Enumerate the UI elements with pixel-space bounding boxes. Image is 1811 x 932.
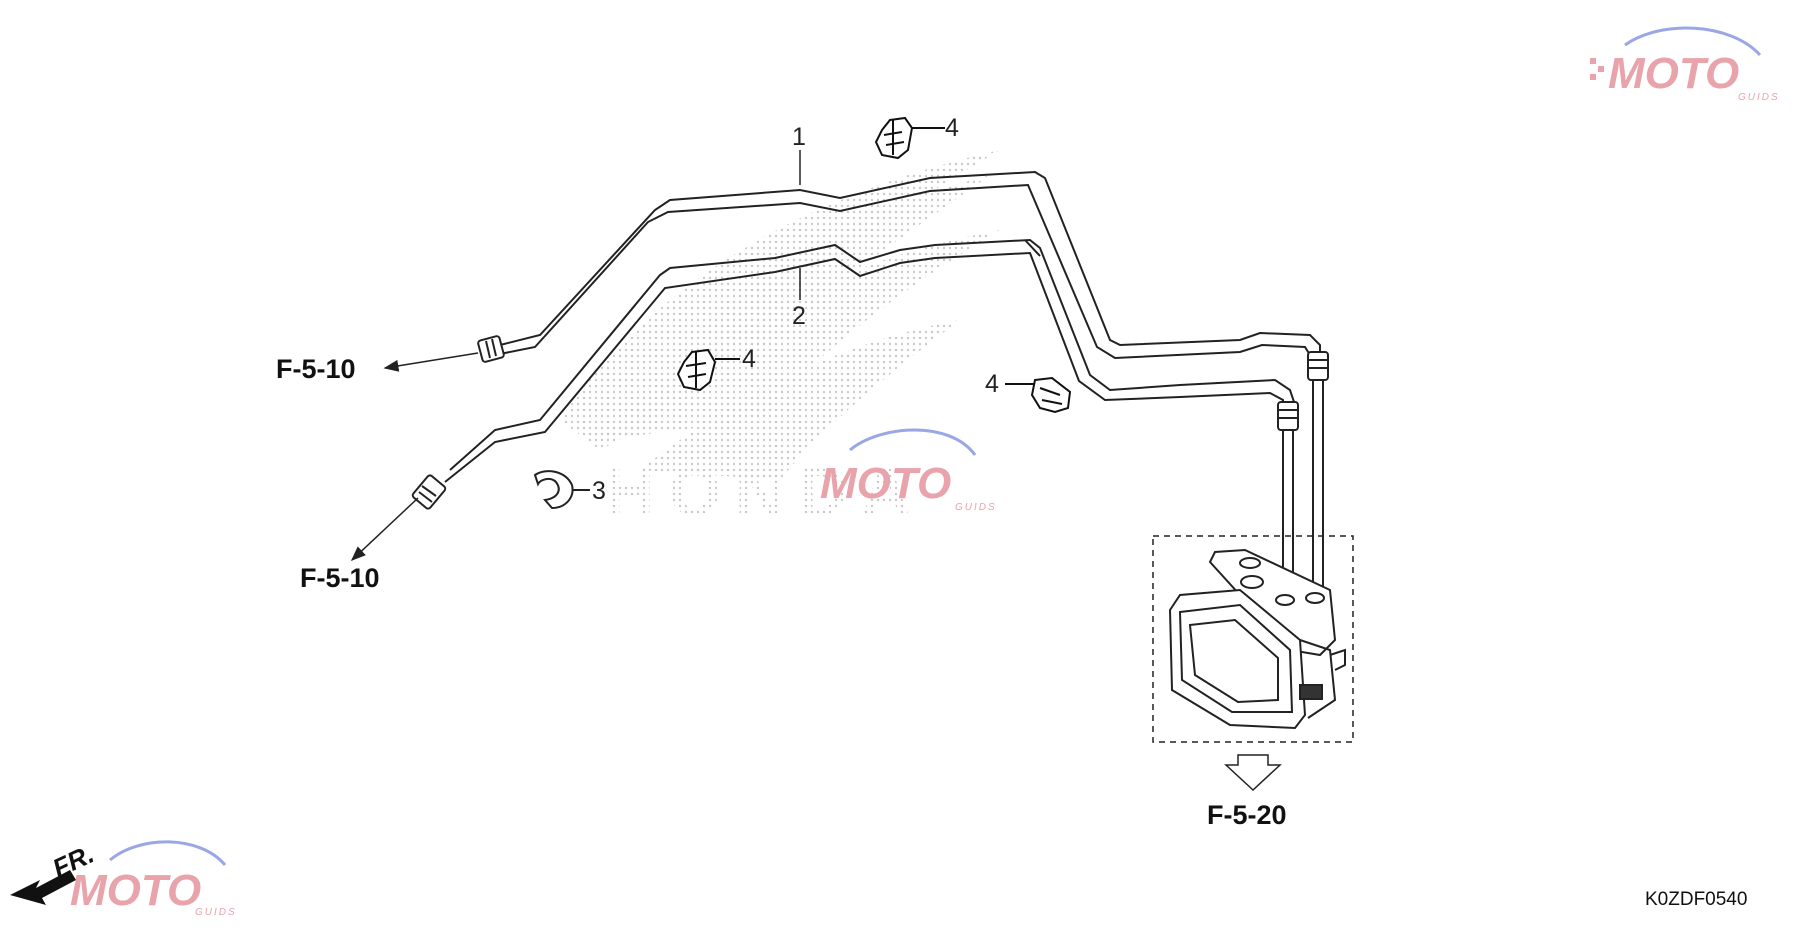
pipe-1-right-fitting [1307,351,1329,590]
brake-pipe-2 [444,238,1296,483]
front-arrow-icon [10,870,76,905]
diagram-code: K0ZDF0540 [1645,889,1747,910]
ref-label-abs: F-5-20 [1207,800,1287,830]
bottom-moto-watermark: MOTO GUIDS [70,840,237,918]
part-number-1: 1 [792,123,806,151]
moto-guids-logo: MOTO GUIDS [1590,26,1780,103]
clamp-3 [533,470,590,510]
part-number-2: 2 [792,302,806,330]
svg-text:GUIDS: GUIDS [195,907,237,918]
center-moto-watermark: MOTO GUIDS [820,428,997,513]
svg-text:GUIDS: GUIDS [955,502,997,513]
abs-dashed-box [1152,535,1354,743]
ref-arrow-down-icon [1224,754,1282,792]
part-number-4-top: 4 [945,114,959,142]
clip-4-top [874,116,945,160]
abs-modulator [1168,548,1346,730]
svg-text:MOTO: MOTO [1608,49,1739,98]
part-number-4-middle: 4 [742,345,756,373]
ref-arrow-lower-left [350,497,419,562]
part-number-4-right: 4 [985,370,999,398]
ref-label-lower-left: F-5-10 [300,563,380,593]
svg-text:MOTO: MOTO [820,459,951,508]
pipe-2-left-fitting [411,474,447,510]
abs-module-group: F-5-20 [1152,535,1354,830]
honda-logo-text: HONDA [605,454,924,530]
part-number-3: 3 [592,477,606,505]
clip-4-right [1005,376,1072,414]
svg-text:MOTO: MOTO [70,866,201,915]
pipe-1-left-fitting [477,335,505,363]
svg-text:GUIDS: GUIDS [1738,92,1780,103]
clip-4-middle [676,348,740,392]
ref-label-upper-left: F-5-10 [276,354,356,384]
honda-wing-watermark: HONDA [560,150,1000,530]
ref-arrow-upper-left [383,352,479,372]
